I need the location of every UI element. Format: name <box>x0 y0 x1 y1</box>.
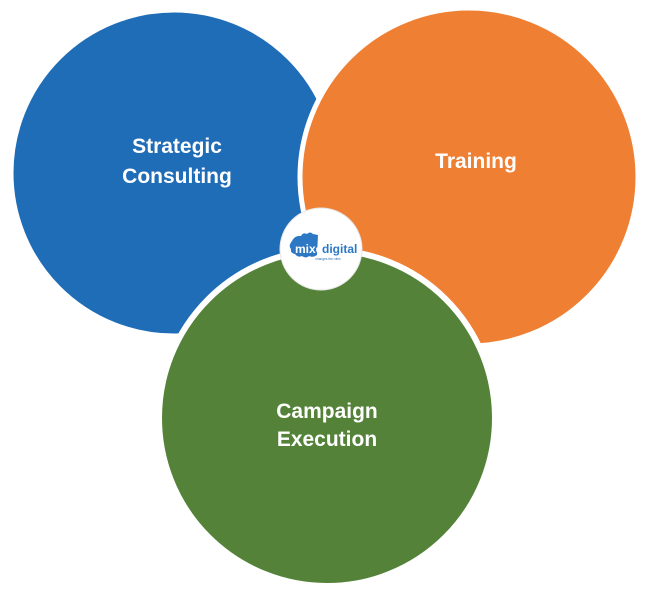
circle-campaign-execution: Campaign Execution <box>156 247 498 589</box>
logo-word-digital: digital <box>322 242 357 256</box>
label-strategic-consulting-line2: Consulting <box>122 165 232 188</box>
label-campaign-execution-line1: Campaign <box>276 400 378 423</box>
label-strategic-consulting-line1: Strategic <box>132 135 222 158</box>
logo-splash-icon <box>289 232 318 258</box>
label-campaign-execution-line2: Execution <box>277 428 377 451</box>
logo-word-mixed: mixed <box>295 242 330 256</box>
label-training: Training <box>435 150 517 173</box>
logo-tagline: changes the rules <box>315 257 341 261</box>
center-logo: mixed digital changes the rules <box>279 207 363 291</box>
